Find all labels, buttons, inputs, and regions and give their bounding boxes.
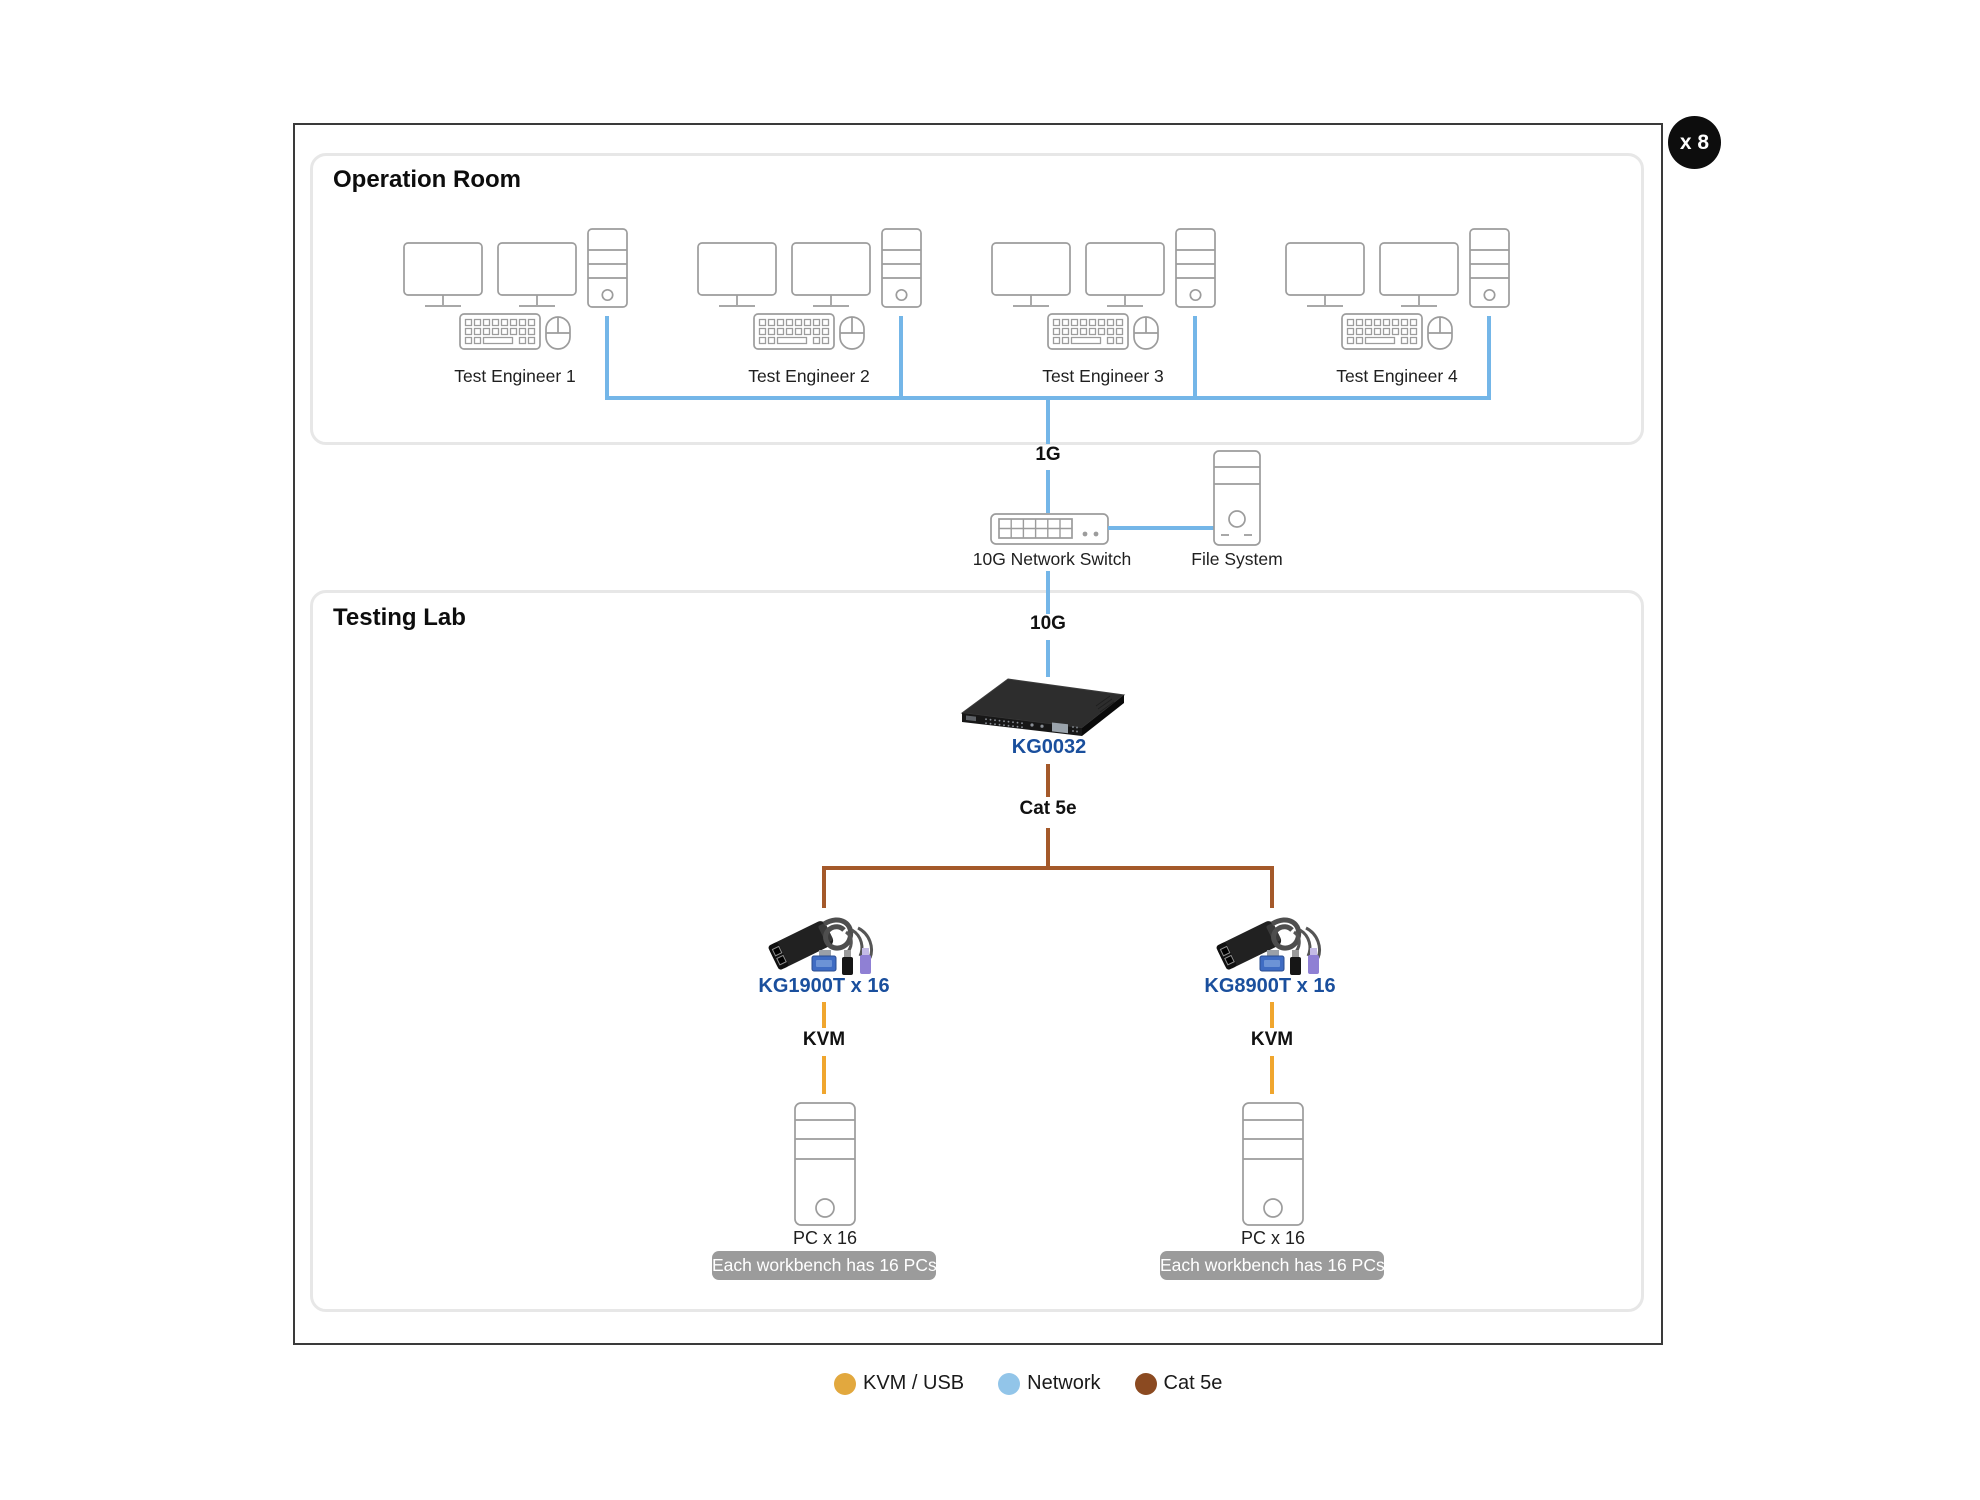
kg0032-matrix-switch-image — [956, 676, 1128, 738]
network-bus-line — [605, 396, 1491, 400]
downlink-10g-label: 10G — [1030, 613, 1066, 634]
workstation-2 — [697, 226, 927, 352]
kg1900t-label: KG1900T x 16 — [758, 975, 890, 997]
operation-room-title: Operation Room — [333, 166, 522, 193]
kg8900t-dongle-image — [1210, 908, 1334, 978]
kvm-line-left-b — [822, 1056, 826, 1094]
cat5e-branch-line — [822, 866, 1274, 870]
network-drop-line-3 — [1193, 316, 1197, 396]
legend-label-kvm-usb: KVM / USB — [863, 1372, 965, 1394]
dual-monitor-pc-icon — [403, 228, 628, 350]
kvm-line-right-b — [1270, 1056, 1274, 1094]
cat5e-label: Cat 5e — [1019, 798, 1077, 819]
dual-monitor-pc-icon — [991, 228, 1216, 350]
network-trunk-segment-a — [1046, 400, 1050, 444]
network-trunk-segment-c — [1046, 571, 1050, 614]
workstation-3-label: Test Engineer 3 — [1042, 366, 1164, 386]
multiplier-badge: x 8 — [1668, 116, 1721, 169]
cat5e-color-dot — [1134, 1372, 1157, 1395]
legend-item-kvm-usb: KVM / USB — [834, 1372, 964, 1395]
network-drop-line-2 — [899, 316, 903, 396]
legend: KVM / USB Network Cat 5e — [834, 1372, 1222, 1395]
workstation-1 — [403, 226, 633, 352]
kvm-label-right: KVM — [1250, 1029, 1294, 1050]
pc-count-label-right: PC x 16 — [1240, 1228, 1306, 1248]
workbench-note-left: Each workbench has 16 PCs — [712, 1251, 937, 1280]
workbench-note-right: Each workbench has 16 PCs — [1160, 1251, 1385, 1280]
file-system-icon — [1213, 450, 1261, 546]
cat5e-trunk-segment-a — [1046, 764, 1050, 797]
network-trunk-segment-d — [1046, 640, 1050, 677]
workstation-4-label: Test Engineer 4 — [1336, 366, 1458, 386]
uplink-1g-label: 1G — [1035, 444, 1061, 465]
network-switch-icon — [990, 513, 1110, 546]
cat5e-drop-right — [1270, 870, 1274, 908]
kg8900t-label: KG8900T x 16 — [1204, 975, 1336, 997]
network-color-dot — [998, 1372, 1021, 1395]
kvm-line-right-a — [1270, 1002, 1274, 1028]
kg1900t-dongle-image — [762, 908, 886, 978]
network-trunk-segment-b — [1046, 470, 1050, 513]
cat5e-trunk-segment-b — [1046, 828, 1050, 866]
pc-tower-icon-right — [1242, 1102, 1304, 1226]
legend-item-cat5e: Cat 5e — [1134, 1372, 1223, 1395]
legend-label-network: Network — [1027, 1372, 1101, 1394]
kg0032-label: KG0032 — [1011, 736, 1087, 758]
kvm-label-left: KVM — [802, 1029, 846, 1050]
testing-lab-title: Testing Lab — [333, 604, 466, 631]
legend-item-network: Network — [998, 1372, 1101, 1395]
dual-monitor-pc-icon — [1285, 228, 1510, 350]
workstation-3 — [991, 226, 1221, 352]
kvm-usb-color-dot — [834, 1372, 856, 1395]
pc-tower-icon-left — [794, 1102, 856, 1226]
workstation-1-label: Test Engineer 1 — [454, 366, 576, 386]
pc-count-label-left: PC x 16 — [792, 1228, 858, 1248]
file-system-label: File System — [1191, 549, 1283, 569]
switch-to-filesystem-line — [1108, 526, 1214, 530]
workstation-2-label: Test Engineer 2 — [748, 366, 870, 386]
workstation-4 — [1285, 226, 1515, 352]
network-drop-line-1 — [605, 316, 609, 396]
legend-label-cat5e: Cat 5e — [1163, 1372, 1223, 1394]
dual-monitor-pc-icon — [697, 228, 922, 350]
kvm-line-left-a — [822, 1002, 826, 1028]
cat5e-drop-left — [822, 870, 826, 908]
network-switch-label: 10G Network Switch — [972, 549, 1132, 569]
network-drop-line-4 — [1487, 316, 1491, 396]
